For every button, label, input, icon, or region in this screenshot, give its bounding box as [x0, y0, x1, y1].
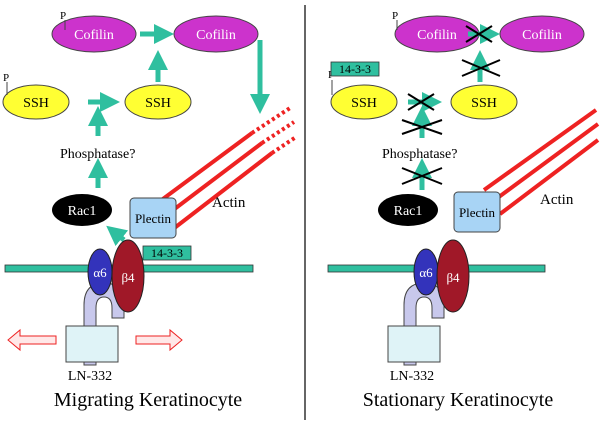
- cofilin-phospho: [51, 15, 137, 53]
- cofilin-active: [173, 15, 259, 53]
- plectin-label: Plectin: [135, 211, 172, 226]
- ln332-stationary: [387, 325, 441, 363]
- badge-14-3-3: [142, 245, 192, 261]
- alpha6-label: α6: [93, 265, 107, 280]
- beta4-subunit: [111, 239, 145, 313]
- ln332-stationary-label: LN-332: [390, 369, 434, 384]
- ssh-phospho: [2, 84, 70, 120]
- actin-label-stationary: Actin: [540, 192, 574, 208]
- cofilin-phosphate-mark-stationary: P: [392, 10, 398, 22]
- block-crosses: [401, 25, 501, 185]
- phosphatase-label: Phosphatase?: [60, 147, 135, 162]
- rac1-stationary-label: Rac1: [394, 204, 423, 219]
- rac1: [52, 194, 112, 226]
- stationary-panel: Actin Cofilin P Cofilin SSH P SSH 14-3-3: [327, 10, 600, 411]
- plectin-stationary: [453, 191, 501, 233]
- plectin-stationary-label: Plectin: [459, 205, 496, 220]
- ssh-phospho-stationary-label: SSH: [351, 96, 377, 111]
- actin-filaments-stationary: [482, 108, 600, 216]
- ssh-phosphate-mark: P: [3, 72, 9, 84]
- cofilin-active-label: Cofilin: [196, 28, 236, 43]
- beta4-label: β4: [121, 270, 135, 285]
- beta4-stationary-label: β4: [446, 270, 460, 285]
- migrating-caption: Migrating Keratinocyte: [54, 389, 242, 411]
- flow-arrows: [88, 24, 270, 247]
- ssh-active-label: SSH: [145, 96, 171, 111]
- beta4-subunit-stationary: [436, 239, 470, 313]
- phosphatase-label-stationary: Phosphatase?: [382, 147, 457, 162]
- cofilin-phospho-stationary-label: Cofilin: [417, 28, 457, 43]
- ln332: [65, 325, 119, 363]
- ssh-active-stationary: [450, 84, 518, 120]
- rac1-stationary: [378, 194, 438, 226]
- cofilin-active-stationary-label: Cofilin: [522, 28, 562, 43]
- ssh-active-stationary-label: SSH: [471, 96, 497, 111]
- rac1-label: Rac1: [68, 204, 97, 219]
- alpha6-stationary-label: α6: [419, 265, 433, 280]
- cofilin-phospho-label: Cofilin: [74, 28, 114, 43]
- migrating-panel: Actin Cofilin P Cofilin SSH P SSH Phosph…: [2, 10, 298, 411]
- cofilin-active-stationary: [499, 15, 585, 53]
- ln332-label: LN-332: [68, 369, 112, 384]
- plectin: [129, 197, 177, 239]
- migration-arrow-right: [135, 328, 183, 352]
- cofilin-phosphate-mark: P: [60, 10, 66, 22]
- actin-label: Actin: [212, 195, 246, 211]
- ssh-phospho-label: SSH: [23, 96, 49, 111]
- ssh-phospho-stationary: [330, 84, 398, 120]
- ssh-active: [124, 84, 192, 120]
- badge-14-3-3-stationary: [330, 61, 380, 77]
- stationary-caption: Stationary Keratinocyte: [363, 389, 554, 411]
- migration-arrow-left: [7, 328, 57, 352]
- badge-14-3-3-label: 14-3-3: [151, 246, 183, 260]
- badge-14-3-3-stationary-label: 14-3-3: [339, 62, 371, 76]
